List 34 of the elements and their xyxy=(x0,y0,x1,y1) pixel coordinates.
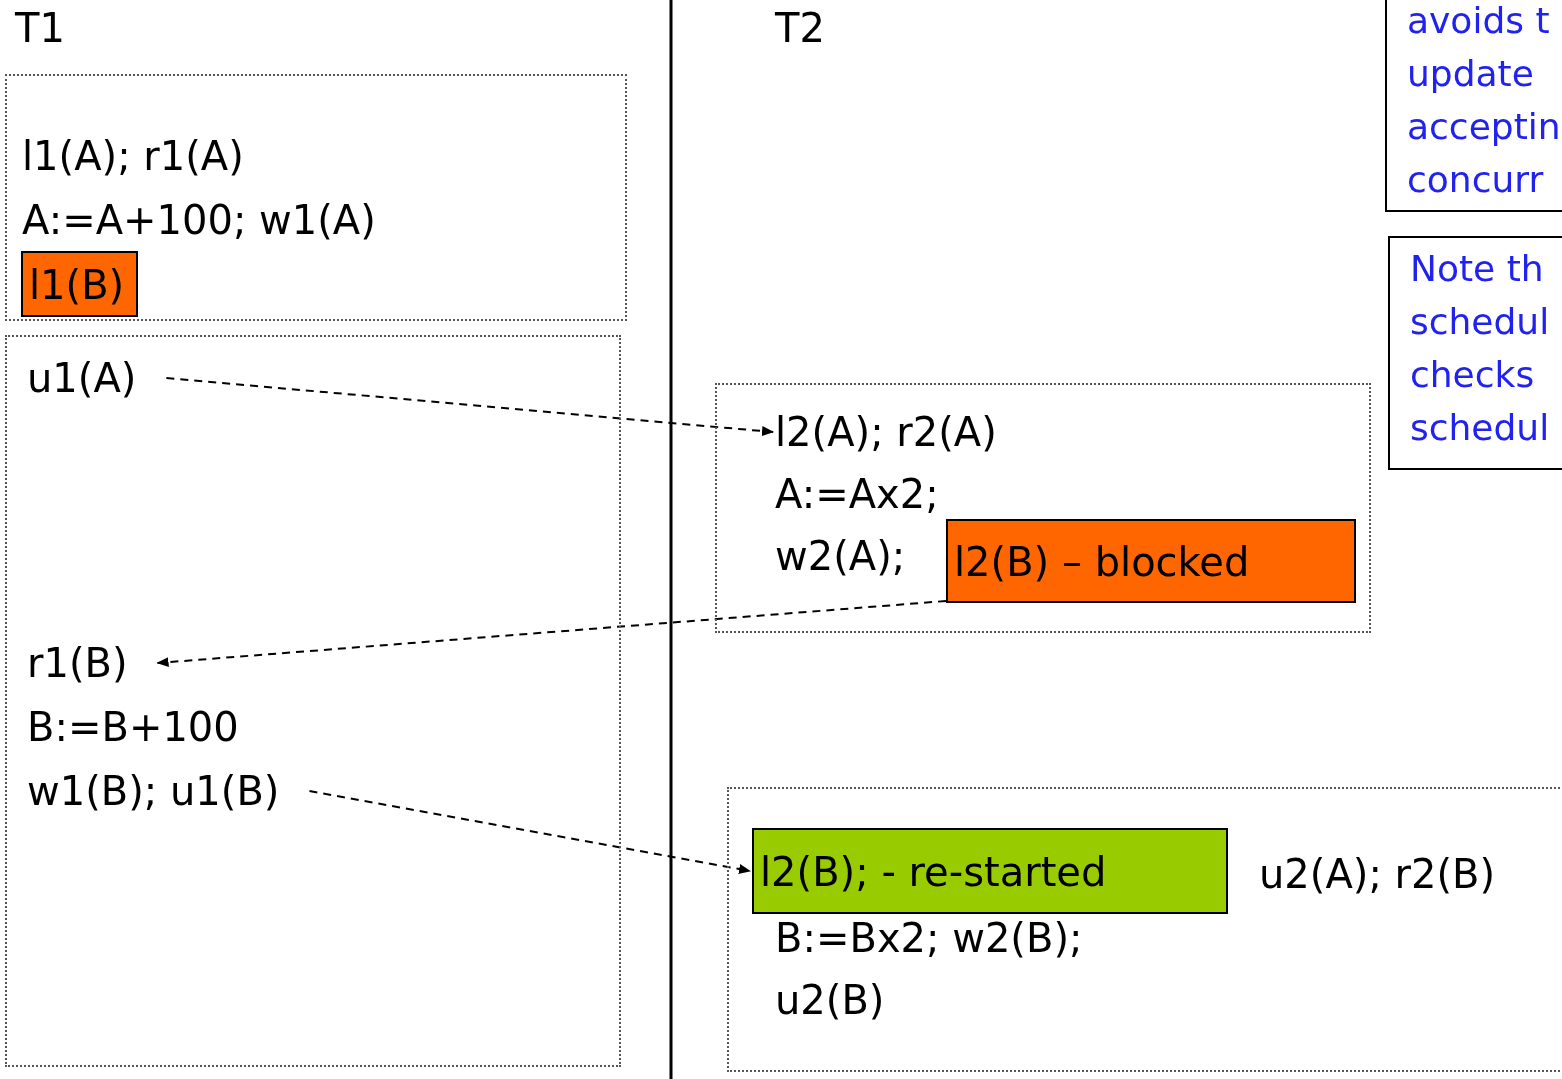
note-text: Note th xyxy=(1410,247,1545,291)
statement-text: B:=B+100 xyxy=(27,703,239,752)
highlighted-statement: l2(B) – blocked xyxy=(946,519,1356,603)
note-box xyxy=(1385,0,1562,212)
note-text: avoids t xyxy=(1407,0,1551,43)
arrow xyxy=(165,377,774,436)
statement-text: r1(B) xyxy=(27,639,128,688)
note-text: checks xyxy=(1410,353,1536,397)
dotted-frame xyxy=(5,74,627,321)
dotted-frame xyxy=(727,787,1562,1072)
column-heading: T2 xyxy=(775,4,825,53)
column-heading: T1 xyxy=(15,4,65,53)
statement-text: A:=A+100; w1(A) xyxy=(22,196,376,245)
statement-text: u1(A) xyxy=(27,354,137,403)
statement-text: w1(B); u1(B) xyxy=(27,767,280,816)
dotted-frame xyxy=(5,335,621,1067)
note-text: schedul xyxy=(1410,406,1551,450)
note-text: schedul xyxy=(1410,300,1551,344)
statement-text: u2(B) xyxy=(775,976,885,1025)
arrow xyxy=(308,790,751,874)
arrow xyxy=(156,600,947,668)
statement-text: l1(A); r1(A) xyxy=(22,132,244,181)
note-text: acceptin xyxy=(1407,105,1562,149)
note-text: concurr xyxy=(1407,158,1545,202)
highlighted-statement: l2(B); - re-started xyxy=(752,828,1228,914)
statement-text: u2(A); r2(B) xyxy=(1259,850,1496,899)
statement-text: B:=Bx2; w2(B); xyxy=(775,914,1083,963)
statement-text: A:=Ax2; xyxy=(775,470,939,519)
statement-text: w2(A); xyxy=(775,532,906,581)
dotted-frame xyxy=(715,383,1371,633)
note-box xyxy=(1388,236,1562,470)
statement-text: l2(A); r2(A) xyxy=(775,408,997,457)
highlighted-statement: l1(B) xyxy=(21,251,138,317)
note-text: update xyxy=(1407,52,1535,96)
